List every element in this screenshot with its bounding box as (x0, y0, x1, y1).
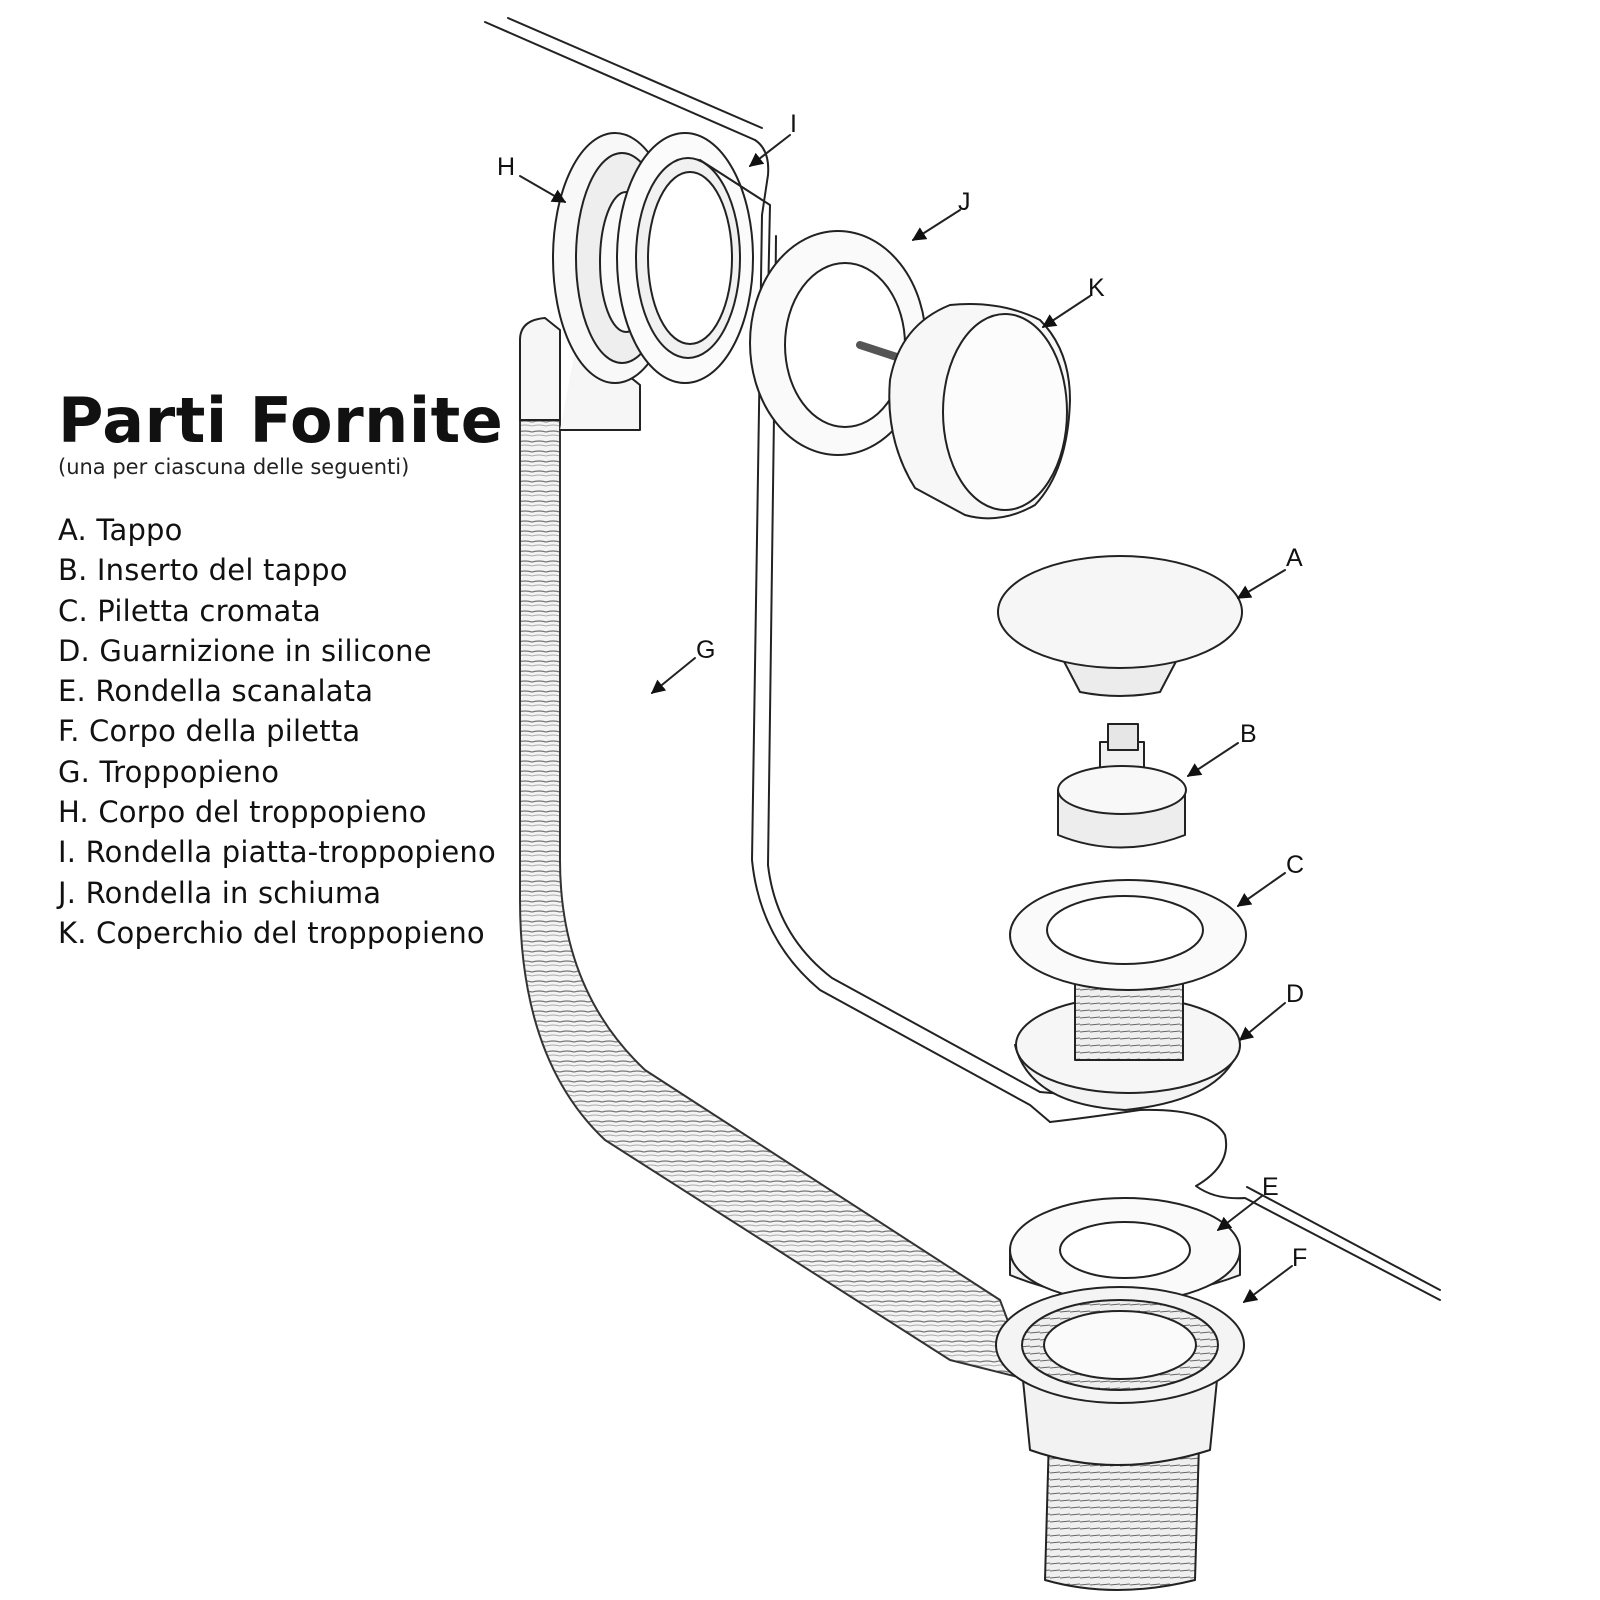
slotted-washer (1009, 1197, 1241, 1303)
bath-floor-outline (751, 214, 1441, 1301)
callout-label-c: C (1286, 851, 1304, 879)
legend-item-k: K. Coperchio del troppopieno (58, 915, 485, 950)
legend-item-g: G. Troppopieno (58, 754, 280, 789)
legend-item-a: A. Tappo (58, 513, 183, 547)
chrome-waste (1009, 879, 1247, 1111)
callout-label-a: A (1286, 544, 1303, 572)
legend-item-c: C. Piletta cromata (58, 593, 321, 628)
plug-insert (1057, 723, 1187, 849)
bath-wall-outline (484, 17, 770, 216)
callout-label-j: J (958, 188, 971, 216)
waste-body (995, 1286, 1245, 1591)
legend-item-d: D. Guarnizione in silicone (58, 633, 432, 668)
legend-item-b: B. Inserto del tappo (58, 553, 348, 588)
callout-label-i: I (790, 110, 797, 138)
legend-item-j: J. Rondella in schiuma (58, 875, 382, 910)
callout-label-g: G (696, 636, 715, 664)
callout-leaders (519, 134, 1293, 1303)
legend-item-e: E. Rondella scanalata (58, 674, 374, 709)
legend-list: A. Tappo B. Inserto del tappo C. Piletta… (58, 510, 503, 953)
legend-item-f: F. Corpo della piletta (58, 714, 361, 749)
foam-washer (749, 230, 927, 456)
overflow-flat-washer (616, 132, 771, 384)
parts-legend: Parti Fornite (una per ciascuna delle se… (58, 388, 503, 953)
callout-label-h: H (497, 153, 515, 181)
legend-item-i: I. Rondella piatta-troppopieno (58, 835, 496, 870)
plug-cap (997, 555, 1243, 697)
legend-item-h: H. Corpo del troppopieno (58, 795, 427, 830)
legend-title: Parti Fornite (58, 384, 504, 457)
overflow-cover (856, 303, 1071, 520)
callout-label-e: E (1262, 1173, 1279, 1201)
callout-label-b: B (1240, 720, 1257, 748)
callout-label-f: F (1292, 1244, 1307, 1272)
legend-subtitle: (una per ciascuna delle seguenti) (58, 455, 410, 479)
callout-label-d: D (1286, 980, 1304, 1008)
callout-label-k: K (1088, 274, 1105, 302)
